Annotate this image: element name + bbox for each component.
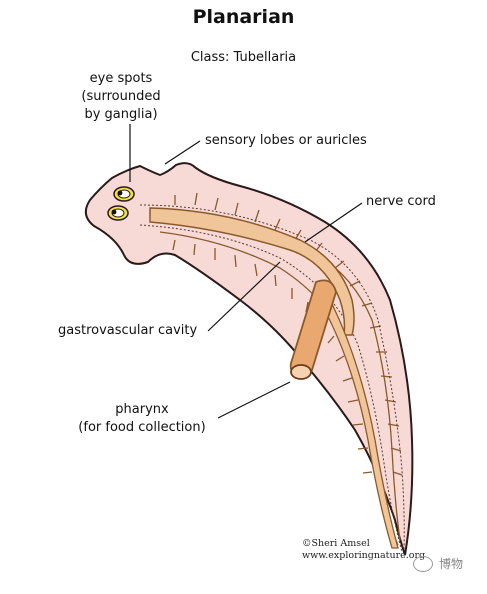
label-pharynx-line1: pharynx [115,402,169,417]
nerve-cords [139,204,405,553]
label-nerve-cord: nerve cord [366,194,436,209]
leader-lines [129,124,363,419]
credit-author: ©Sheri Amsel [302,538,370,549]
watermark: 博物 [412,555,463,572]
label-eye-spots-line1: eye spots [89,71,153,86]
label-eye-spots: eye spots (surrounded by ganglia) [66,70,176,124]
label-pharynx: pharynx (for food collection) [62,401,222,437]
label-sensory-lobes: sensory lobes or auricles [205,133,367,148]
page-subtitle: Class: Tubellaria [190,50,297,65]
credit-website: www.exploringnature.org [302,550,426,561]
credit-block: ©Sheri Amsel www.exploringnature.org [302,538,425,562]
label-eye-spots-line3: by ganglia) [84,107,158,122]
label-gastrovascular-cavity: gastrovascular cavity [58,323,198,338]
pharynx-opening [290,364,312,380]
label-pharynx-line2: (for food collection) [78,420,206,435]
chat-bubble-icon [412,555,433,572]
planarian-body [84,162,414,556]
watermark-text: 博物 [438,557,463,571]
page-title: Planarian [192,6,295,28]
label-eye-spots-line2: (surrounded [81,89,161,104]
gut-trunk [149,207,355,336]
eye-spots [107,186,135,221]
gut-trunk-posterior [321,299,399,549]
